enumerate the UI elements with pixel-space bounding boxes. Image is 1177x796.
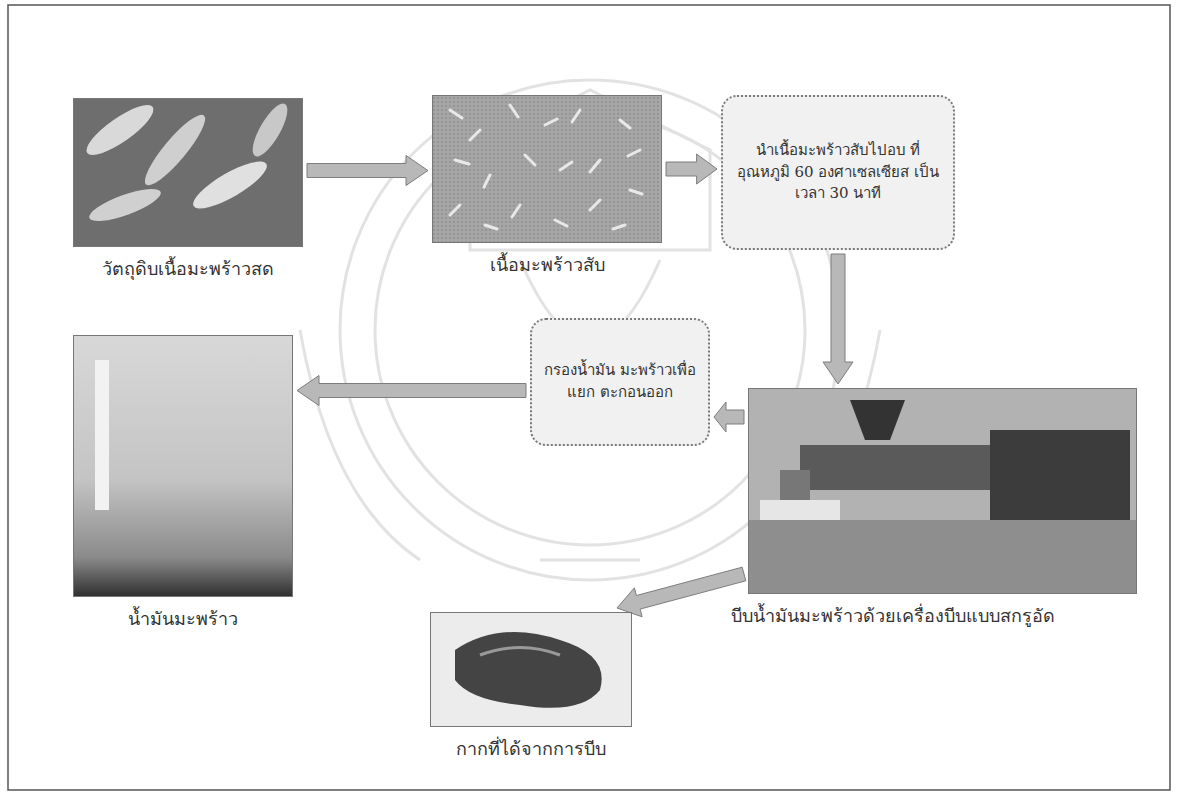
text-stack: กรองน้ำมัน มะพร้าวเพื่อแยก ตะกอนออก [544,360,696,404]
step-text: กรองน้ำมัน มะพร้าวเพื่อแยก ตะกอนออก [544,360,696,404]
flow-arrow [666,154,717,184]
photo-step: วัตถุดิบเนื้อมะพร้าวสด [73,98,303,247]
coconut-meat-photo [73,97,303,247]
process-box: กรองน้ำมัน มะพร้าวเพื่อแยก ตะกอนออก [530,318,710,446]
process-box: นำเนื้อมะพร้าวสับไปอบ ที่อุณหภูมิ 60 องศ… [721,95,955,250]
flow-arrow [307,156,428,186]
photo-step: กากที่ได้จากการบีบ [430,612,632,727]
step-caption: กากที่ได้จากการบีบ [456,734,606,763]
coconut-oil-photo [73,335,293,597]
photo-step: น้ำมันมะพร้าว [73,335,293,597]
photo-step: บีบน้ำมันมะพร้าวด้วยเครื่องบีบแบบสกรูอัด [748,388,1137,594]
step-caption: น้ำมันมะพร้าว [128,604,238,633]
screw-press-photo [748,388,1137,594]
outer-frame [8,5,1170,790]
step-text: นำเนื้อมะพร้าวสับไปอบ ที่อุณหภูมิ 60 องศ… [735,140,941,205]
flow-arrow [714,402,744,432]
step-caption: เนื้อมะพร้าวสับ [490,250,605,279]
flow-arrow [823,254,853,384]
flow-arrow [297,376,526,406]
photo-step: เนื้อมะพร้าวสับ [432,95,662,243]
chopped-coconut-photo [432,95,662,243]
step-caption: บีบน้ำมันมะพร้าวด้วยเครื่องบีบแบบสกรูอัด [731,601,1055,630]
press-cake-photo [430,612,632,727]
step-caption: วัตถุดิบเนื้อมะพร้าวสด [102,254,274,283]
text-stack: นำเนื้อมะพร้าวสับไปอบ ที่อุณหภูมิ 60 องศ… [735,140,941,205]
flow-arrow [617,567,746,617]
